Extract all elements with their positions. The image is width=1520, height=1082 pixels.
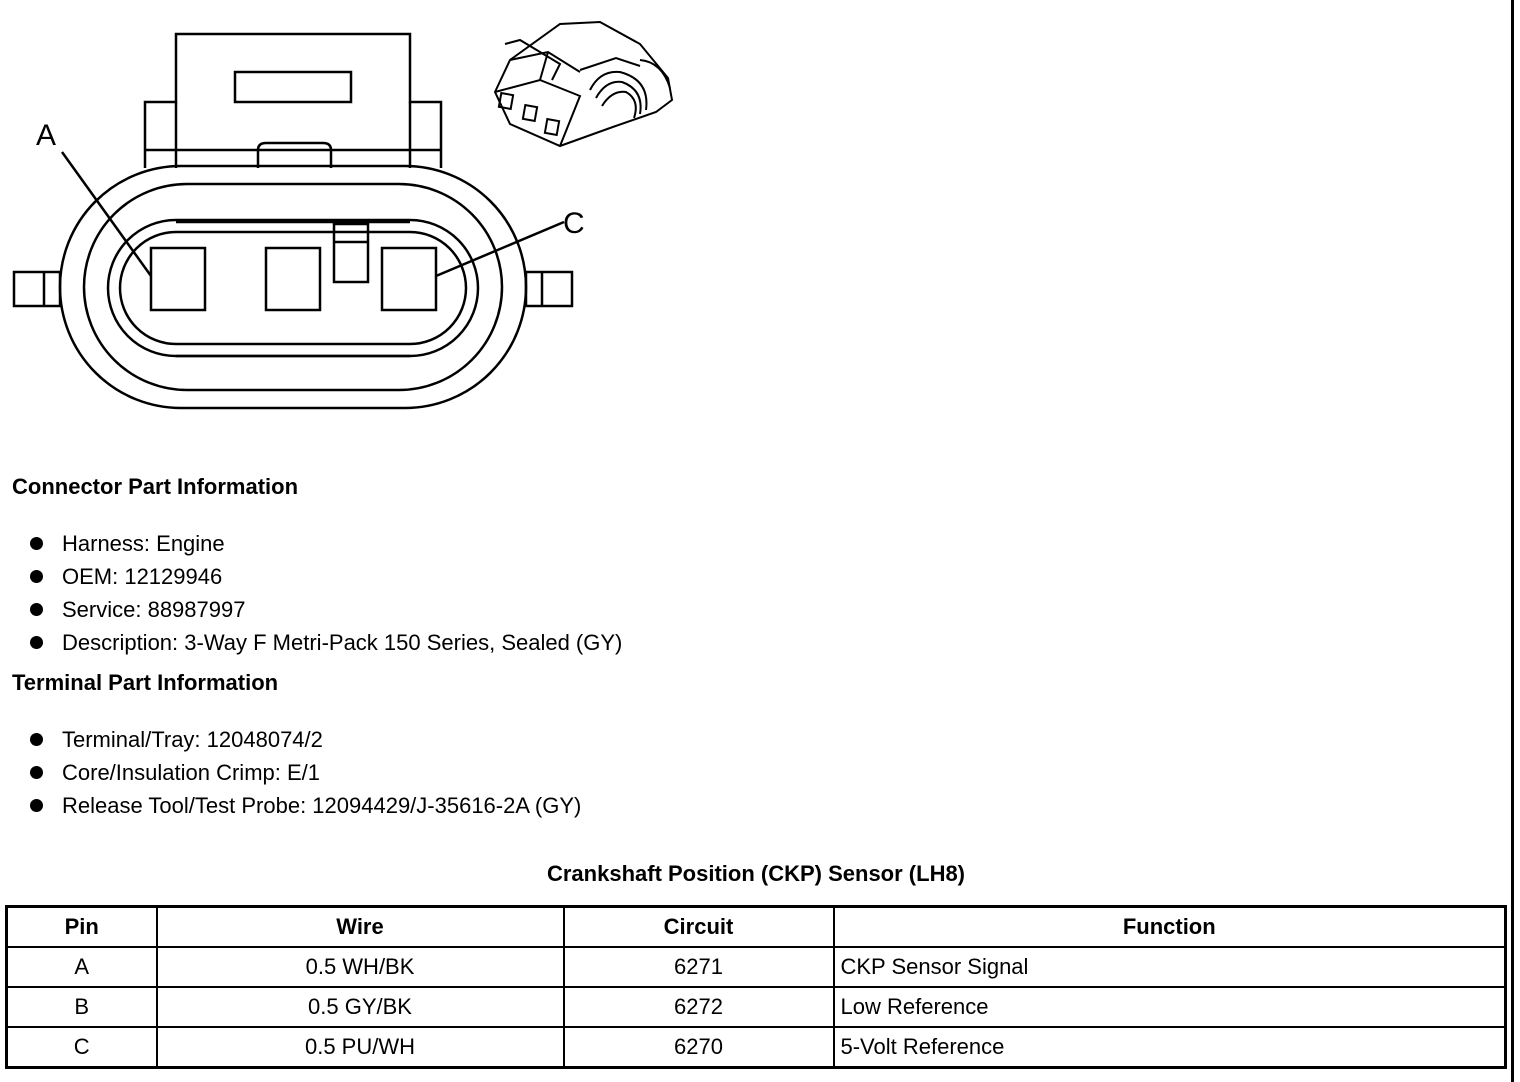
cavity-c <box>380 246 438 312</box>
bullet-icon <box>30 537 43 550</box>
list-item: OEM: 12129946 <box>30 560 622 593</box>
cell-wire: 0.5 WH/BK <box>155 946 565 988</box>
list-item: Harness: Engine <box>30 527 622 560</box>
cell-function: Low Reference <box>832 986 1507 1028</box>
table-header-row: Pin Wire Circuit Function <box>5 905 1507 948</box>
connector-diagram: A C <box>12 20 674 410</box>
table-row: B 0.5 GY/BK 6272 Low Reference <box>5 986 1507 1028</box>
cell-circuit: 6270 <box>562 1026 835 1069</box>
connector-info-heading: Connector Part Information <box>12 474 299 499</box>
bullet-icon <box>30 733 43 746</box>
cavity-a <box>149 246 207 312</box>
table-row: C 0.5 PU/WH 6270 5-Volt Reference <box>5 1026 1507 1069</box>
cell-function: 5-Volt Reference <box>832 1026 1507 1069</box>
pinout-table: Pin Wire Circuit Function A 0.5 WH/BK 62… <box>5 905 1507 1069</box>
column-header-wire: Wire <box>155 905 565 948</box>
bullet-icon <box>30 799 43 812</box>
cell-wire: 0.5 PU/WH <box>155 1026 565 1069</box>
column-header-pin: Pin <box>5 905 158 948</box>
bullet-icon <box>30 603 43 616</box>
table-title: Crankshaft Position (CKP) Sensor (LH8) <box>546 861 966 886</box>
column-header-circuit: Circuit <box>562 905 835 948</box>
terminal-info-heading: Terminal Part Information <box>12 670 279 695</box>
list-item: Release Tool/Test Probe: 12094429/J-3561… <box>30 789 581 822</box>
table-row: A 0.5 WH/BK 6271 CKP Sensor Signal <box>5 946 1507 988</box>
column-header-function: Function <box>832 905 1507 948</box>
connector-3d-illustration <box>493 20 674 148</box>
list-item: Terminal/Tray: 12048074/2 <box>30 723 581 756</box>
list-item: Service: 88987997 <box>30 593 622 626</box>
page-border-right <box>1511 0 1514 1082</box>
cell-function: CKP Sensor Signal <box>832 946 1507 988</box>
bullet-icon <box>30 636 43 649</box>
bullet-icon <box>30 570 43 583</box>
connector-info-list: Harness: Engine OEM: 12129946 Service: 8… <box>30 527 622 659</box>
cell-pin: C <box>5 1026 158 1069</box>
pin-label-c: C <box>563 207 585 240</box>
cell-circuit: 6272 <box>562 986 835 1028</box>
cell-wire: 0.5 GY/BK <box>155 986 565 1028</box>
cell-pin: B <box>5 986 158 1028</box>
list-item: Description: 3-Way F Metri-Pack 150 Seri… <box>30 626 622 659</box>
pin-label-a: A <box>36 119 56 152</box>
list-item: Core/Insulation Crimp: E/1 <box>30 756 581 789</box>
bullet-icon <box>30 766 43 779</box>
cell-pin: A <box>5 946 158 988</box>
cavity-b <box>264 246 322 312</box>
terminal-info-list: Terminal/Tray: 12048074/2 Core/Insulatio… <box>30 723 581 822</box>
cell-circuit: 6271 <box>562 946 835 988</box>
